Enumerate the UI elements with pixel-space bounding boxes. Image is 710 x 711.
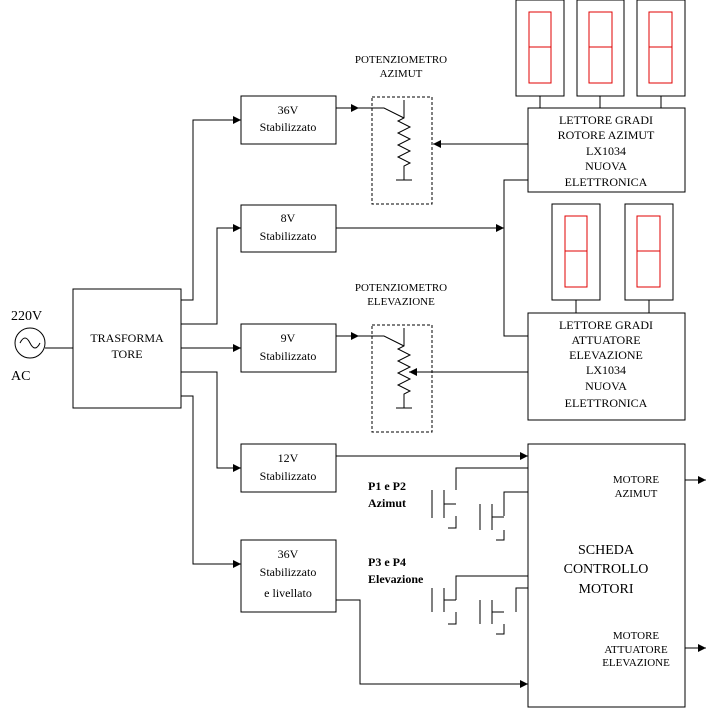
switches-azimut: P1 e P2 Azimut <box>368 467 528 541</box>
supply-12v-label-1: 12V <box>278 451 299 465</box>
controller-block: SCHEDA CONTROLLO MOTORI MOTORE AZIMUT MO… <box>527 443 706 708</box>
supply-8v-label-1: 8V <box>281 211 296 225</box>
supply-12v: 12V Stabilizzato <box>240 443 337 493</box>
motor-elev-label-2: ATTUATORE <box>604 644 668 656</box>
transformer-block: TRASFORMA TORE <box>72 288 182 409</box>
supply-36vl-label-1: 36V <box>278 547 299 561</box>
supply-36vl-label-3: e livellato <box>264 586 312 600</box>
transformer-outputs <box>181 116 241 568</box>
controller-inputs <box>336 452 528 688</box>
controller-line-2: CONTROLLO <box>564 562 649 577</box>
switches-elevazione: P3 e P4 Elevazione <box>368 555 528 635</box>
reader-elev-line-6: ELETTRONICA <box>565 396 648 410</box>
controller-line-3: MOTORI <box>579 582 634 597</box>
reader-elev-line-4: LX1034 <box>586 363 626 377</box>
potentiometer-azimut: POTENZIOMETRO AZIMUT <box>336 54 447 205</box>
supply-8v-label-2: Stabilizzato <box>260 229 317 243</box>
potentiometer-elevazione: POTENZIOMETRO ELEVAZIONE <box>336 282 447 433</box>
pot-azimut-label-2: AZIMUT <box>380 68 423 80</box>
supply-9v-label-2: Stabilizzato <box>260 349 317 363</box>
switch-elev-label-2: Elevazione <box>368 572 424 586</box>
controller-line-1: SCHEDA <box>578 543 635 558</box>
switch-azimut-label-2: Azimut <box>368 496 406 510</box>
ac-source: 220V AC <box>11 309 73 384</box>
reader-azimut-line-4: NUOVA <box>585 159 627 173</box>
reader-azimut-line-5: ELETTRONICA <box>565 175 648 189</box>
supply-36v-livellato: 36V Stabilizzato e livellato <box>240 539 337 613</box>
supply-8v: 8V Stabilizzato <box>240 204 337 253</box>
reader-elev-line-1: LETTORE GRADI <box>559 318 653 332</box>
transformer-label-1: TRASFORMA <box>90 331 164 345</box>
reader-elev-line-5: NUOVA <box>585 379 627 393</box>
switch-elev-label-1: P3 e P4 <box>368 555 406 569</box>
source-voltage: 220V <box>11 309 42 324</box>
supply-36vl-label-2: Stabilizzato <box>260 565 317 579</box>
reader-elevazione: LETTORE GRADI ATTUATORE ELEVAZIONE LX103… <box>527 312 686 421</box>
display-digit <box>551 203 601 313</box>
motor-elev-label-3: ELEVAZIONE <box>602 657 670 669</box>
switch-azimut-label-1: P1 e P2 <box>368 479 406 493</box>
transformer-label-2: TORE <box>111 347 142 361</box>
motor-azimut-label-2: AZIMUT <box>615 488 658 500</box>
pot-elev-label-1: POTENZIOMETRO <box>355 282 447 294</box>
supply-9v: 9V Stabilizzato <box>240 323 337 373</box>
pot-azimut-label-1: POTENZIOMETRO <box>355 54 447 66</box>
supply-36v-label-1: 36V <box>278 103 299 117</box>
reader-azimut-line-1: LETTORE GRADI <box>559 113 653 127</box>
sine-wave-icon <box>19 337 41 349</box>
reader-azimut: LETTORE GRADI ROTORE AZIMUT LX1034 NUOVA… <box>527 107 686 193</box>
ac-source-symbol <box>14 327 46 359</box>
display-digit <box>576 0 625 108</box>
reader-azimut-line-2: ROTORE AZIMUT <box>558 128 655 142</box>
motor-elev-label-1: MOTORE <box>613 630 660 642</box>
motor-azimut-label-1: MOTORE <box>613 474 660 486</box>
source-type: AC <box>11 369 30 384</box>
supply-36v: 36V Stabilizzato <box>240 95 337 145</box>
reader-azimut-line-3: LX1034 <box>586 144 626 158</box>
reader-elev-line-2: ATTUATORE <box>571 333 640 347</box>
reader-connections <box>336 140 528 376</box>
display-digit <box>515 0 565 108</box>
supply-36v-label-2: Stabilizzato <box>260 120 317 134</box>
supply-12v-label-2: Stabilizzato <box>260 469 317 483</box>
display-digit <box>636 0 686 108</box>
reader-elev-line-3: ELEVAZIONE <box>569 348 643 362</box>
pot-elev-label-2: ELEVAZIONE <box>367 296 435 308</box>
display-digit <box>624 203 674 313</box>
supply-9v-label-1: 9V <box>281 331 296 345</box>
